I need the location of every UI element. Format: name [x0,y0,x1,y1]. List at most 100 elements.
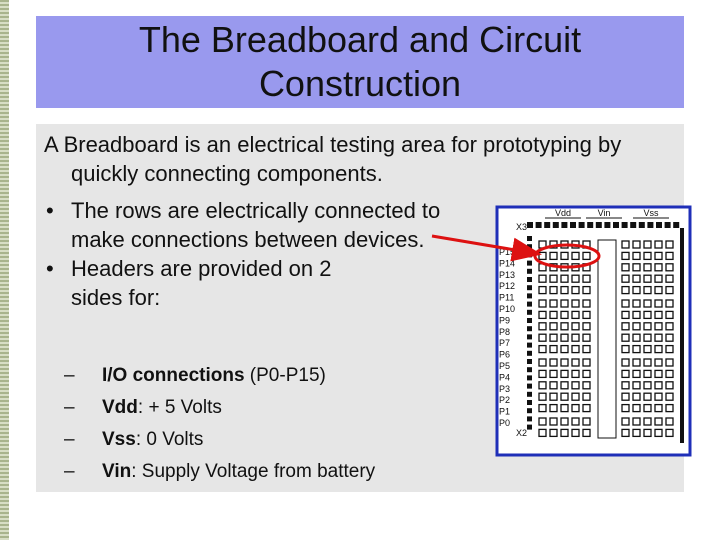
header-socket [544,222,551,228]
breadboard-hole [654,358,663,367]
breadboard-hole [621,240,630,249]
bullet-marker: • [46,256,54,281]
breadboard-hole [632,251,641,261]
breadboard-hole [632,381,641,390]
pin-socket [527,342,532,348]
pin-socket [527,301,532,307]
header-sublist: – I/O connections (P0-P15) – Vdd: + 5 Vo… [64,360,375,488]
pin-socket [527,408,532,414]
breadboard-hole [538,417,547,426]
breadboard-hole [643,369,652,379]
bullet-list: • The rows are electrically connected to… [46,196,441,312]
header-socket [570,222,576,228]
breadboard-hole [643,358,652,367]
pin-socket [527,334,532,340]
breadboard-hole [538,285,547,295]
header-socket [621,222,628,228]
breadboard-hole [571,403,580,413]
breadboard-hole [621,333,630,342]
breadboard-hole [643,299,652,308]
breadboard-hole [632,322,641,331]
breadboard-hole [538,392,547,401]
pin-socket [527,367,532,373]
pin-socket [527,326,532,332]
breadboard-hole [571,417,580,426]
breadboard-hole [582,417,591,426]
breadboard-hole [621,428,630,438]
breadboard-hole [582,322,591,331]
breadboard-hole [654,417,663,426]
pointer-arrow [431,234,542,262]
breadboard-hole [582,299,591,308]
breadboard-hole [643,263,652,272]
breadboard-hole [665,274,674,283]
breadboard-hole [665,417,674,426]
pin-socket [527,424,532,430]
header-socket [673,222,680,228]
breadboard-hole [665,403,674,413]
header-socket [664,222,671,228]
sublist-desc: (P0-P15) [244,365,326,386]
breadboard-hole [665,310,674,320]
breadboard-hole [643,285,652,295]
header-top-label: Vdd [555,208,571,218]
breadboard-hole [665,299,674,308]
breadboard-hole [549,417,558,426]
breadboard-hole [654,392,663,401]
dash-marker: – [64,429,75,450]
breadboard-hole [665,392,674,401]
header-top-label: Vss [643,208,659,218]
breadboard-hole [571,392,580,401]
breadboard-hole [582,369,591,379]
breadboard-hole [571,369,580,379]
breadboard-hole [560,299,569,308]
breadboard-hole [560,417,569,426]
breadboard-hole [571,333,580,342]
breadboard-hole [560,285,569,295]
header-socket [647,222,654,228]
sublist-desc: : + 5 Volts [137,397,222,418]
breadboard-hole [571,251,580,261]
pin-label: P12 [499,281,515,291]
highlight-ellipse [533,243,601,269]
bullet-marker: • [46,198,54,223]
breadboard-hole [643,310,652,320]
breadboard-hole [665,251,674,261]
pin-label: P2 [499,395,510,405]
breadboard-hole [560,369,569,379]
pin-socket [527,285,532,291]
breadboard-hole [582,358,591,367]
breadboard-hole [621,310,630,320]
breadboard-hole [560,428,569,438]
sublist-item: – Vss: 0 Volts [64,424,375,456]
breadboard-hole [632,403,641,413]
header-socket [604,222,611,228]
breadboard-hole [549,428,558,438]
breadboard-hole [571,274,580,283]
breadboard-hole [560,392,569,401]
breadboard-hole [538,369,547,379]
breadboard-hole [582,333,591,342]
breadboard-hole [654,299,663,308]
breadboard-hole [654,333,663,342]
pin-label: P13 [499,270,515,280]
left-decorative-stripe [0,0,9,540]
sublist-item: – I/O connections (P0-P15) [64,360,375,392]
breadboard-hole [632,263,641,272]
breadboard-hole [582,428,591,438]
intro-paragraph: A Breadboard is an electrical testing ar… [44,132,622,186]
breadboard-hole [654,274,663,283]
breadboard-hole [665,333,674,342]
pin-label: P8 [499,327,510,337]
breadboard-hole [549,392,558,401]
pin-socket [527,383,532,389]
breadboard-hole [621,263,630,272]
breadboard-hole [665,381,674,390]
header-socket [638,222,645,228]
breadboard-hole [654,251,663,261]
breadboard-hole [632,240,641,249]
bullet-text: Headers are provided on 2 sides for: [71,256,332,310]
breadboard-hole [571,358,580,367]
breadboard-hole [549,310,558,320]
